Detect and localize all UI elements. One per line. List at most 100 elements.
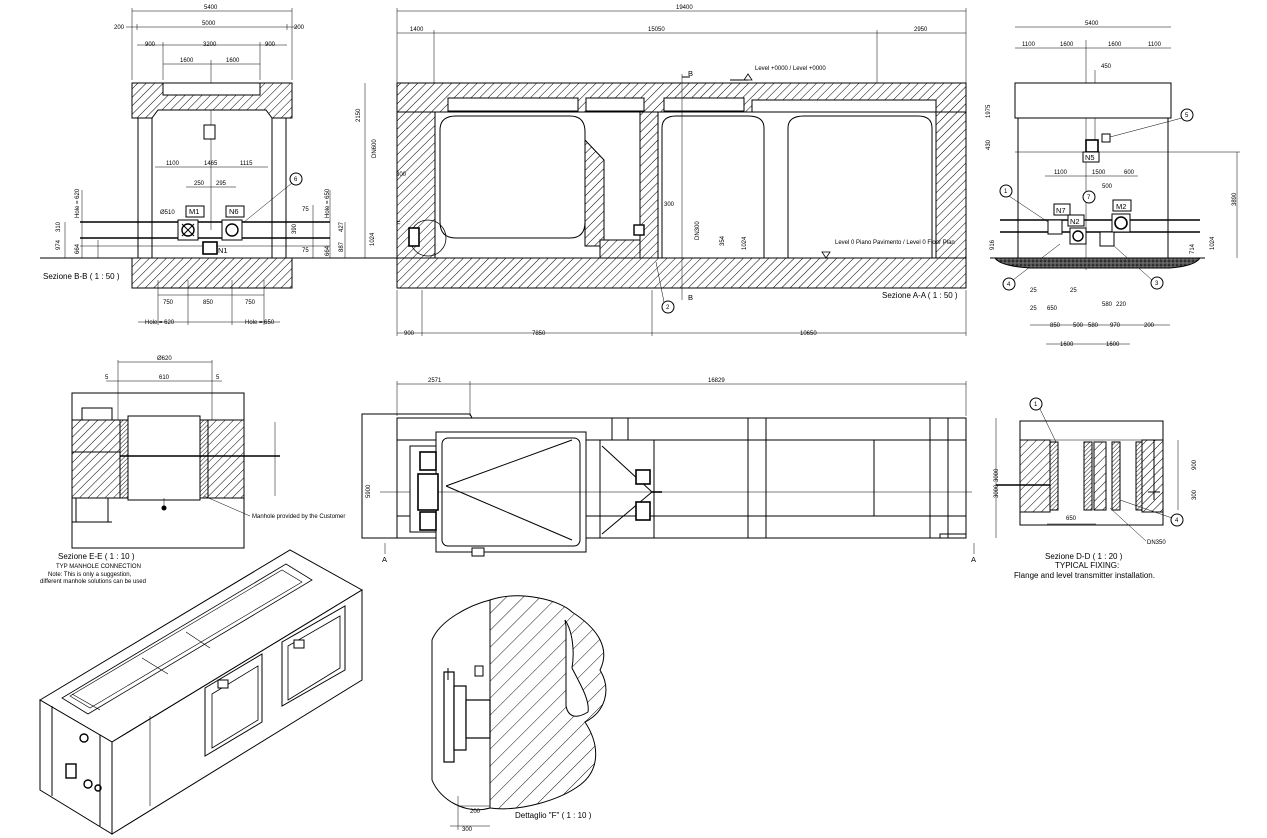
section-b-marker-bottom: B xyxy=(688,293,693,302)
dim-bb-1465: 1465 xyxy=(204,161,218,167)
dim-sd-650: 650 xyxy=(1066,516,1077,522)
callout-2: 2 xyxy=(666,305,670,311)
plan-nozzle-cluster xyxy=(409,445,662,533)
nozzle-m2-label: M2 xyxy=(1116,202,1126,211)
nozzle-n5-label: N5 xyxy=(1085,153,1095,162)
nozzle-m1-label: M1 xyxy=(189,207,199,216)
dim-f-300: 300 xyxy=(462,827,473,833)
dim-sd-300: 300 xyxy=(1192,489,1198,500)
dim-pl-5900: 5900 xyxy=(366,484,372,498)
dim-bb-5400: 5400 xyxy=(204,5,218,11)
callout-7: 7 xyxy=(1087,195,1091,201)
plan-view: 2571 16829 5900 3000 300 xyxy=(361,378,1000,564)
dim-dd-220: 220 xyxy=(1116,302,1127,308)
dim-dd-3890: 3890 xyxy=(1232,192,1238,206)
dim-ee-5-right: 5 xyxy=(216,375,220,381)
dim-bb-390: 390 xyxy=(292,223,298,234)
dim-aa-1024: 1024 xyxy=(370,232,376,246)
section-a-marker-right: A xyxy=(971,555,976,564)
callout-4-dd: 4 xyxy=(1175,518,1179,524)
section-dd-view: 1 4 DN350 650 900 300 Sezione D-D ( 1 : … xyxy=(996,397,1198,580)
dim-dd-970: 970 xyxy=(1110,323,1121,329)
dim-bb-250: 250 xyxy=(194,181,205,187)
dim-dd-850: 850 xyxy=(1050,323,1061,329)
nozzle-n1-label: N1 xyxy=(218,246,228,255)
section-bb-view: 5400 200 5000 200 900 3200 900 1600 1600… xyxy=(40,5,360,326)
dim-dd-1600-b1: 1600 xyxy=(1060,342,1074,348)
dim-dd-25-a: 25 xyxy=(1030,288,1037,294)
dim-aa-900: 900 xyxy=(404,331,415,337)
dim-aa-1024-right: 1024 xyxy=(742,236,748,250)
dim-dd-450: 450 xyxy=(1101,64,1112,70)
dim-bb-664: 664 xyxy=(75,243,81,254)
dim-aa-10650: 10650 xyxy=(800,331,817,337)
dim-bb-1100: 1100 xyxy=(166,161,180,167)
dim-dd-916: 916 xyxy=(990,239,996,250)
dim-dd-1100: 1100 xyxy=(1054,170,1068,176)
detail-f-view: 200 300 Dettaglio "F" ( 1 : 10 ) xyxy=(431,595,607,833)
dim-bb-75-top: 75 xyxy=(302,207,309,213)
dim-bb-295: 295 xyxy=(216,181,227,187)
dim-aa-2150: 2150 xyxy=(356,108,362,122)
dim-dd-25-c: 25 xyxy=(1030,306,1037,312)
dim-bb-310: 310 xyxy=(56,221,62,232)
dim-dd-5400: 5400 xyxy=(1085,21,1099,27)
dim-dd-1100-left: 1100 xyxy=(1022,42,1036,48)
dim-bb-3200: 3200 xyxy=(203,42,217,48)
label-level-top: Level +0000 / Level +0000 xyxy=(755,66,826,72)
dim-pl-2571: 2571 xyxy=(428,378,442,384)
section-ee-subtitle: TYP MANHOLE CONNECTION xyxy=(56,564,141,570)
dim-dd-600: 600 xyxy=(1124,170,1135,176)
section-bb-title: Sezione B-B ( 1 : 50 ) xyxy=(43,272,120,281)
section-dd-overview-view: 5400 1100 1600 1600 1100 450 N5 5 1975 4… xyxy=(986,21,1240,348)
dim-dd-500-b: 500 xyxy=(1073,323,1084,329)
dim-bb-hole-620-v: Hole = 620 xyxy=(75,188,81,218)
dim-bb-75-bot: 75 xyxy=(302,248,309,254)
callout-6: 6 xyxy=(294,177,298,183)
dim-pl-16829: 16829 xyxy=(708,378,725,384)
section-a-marker-left: A xyxy=(382,555,387,564)
dim-aa-300-mid: 300 xyxy=(664,202,675,208)
dim-bb-1600-left: 1600 xyxy=(180,58,194,64)
dim-f-200: 200 xyxy=(470,809,481,815)
dim-bb-664-right: 664 xyxy=(325,245,331,256)
dim-dd-1024: 1024 xyxy=(1210,236,1216,250)
section-aa-title: Sezione A-A ( 1 : 50 ) xyxy=(882,291,958,300)
dim-dd-1600-b2: 1600 xyxy=(1106,342,1120,348)
detail-f-marker: F xyxy=(396,219,401,228)
dim-aa-19400: 19400 xyxy=(676,5,693,11)
dim-dd-1100-right: 1100 xyxy=(1148,42,1162,48)
section-ee-view: Ø620 5 610 5 Manhole provided by the Cus… xyxy=(40,356,345,585)
section-ee-title: Sezione E-E ( 1 : 10 ) xyxy=(58,552,135,561)
dim-bb-427: 427 xyxy=(339,221,345,232)
dim-dd-1975: 1975 xyxy=(986,104,992,118)
dim-dd-650: 650 xyxy=(1047,306,1058,312)
dim-bb-887: 887 xyxy=(339,241,345,252)
dim-dd-580-b: 580 xyxy=(1088,323,1099,329)
section-dd-subtitle: TYPICAL FIXING: xyxy=(1055,561,1119,570)
callout-3: 3 xyxy=(1155,281,1159,287)
nozzle-n2-label: N2 xyxy=(1070,217,1080,226)
section-dd-title: Sezione D-D ( 1 : 20 ) xyxy=(1045,552,1123,561)
dim-aa-2950: 2950 xyxy=(914,27,928,33)
dim-ee-phi620: Ø620 xyxy=(157,356,172,362)
dim-aa-15050: 15050 xyxy=(648,27,665,33)
dim-dd-580: 580 xyxy=(1102,302,1113,308)
dim-bb-200-right: 200 xyxy=(294,25,305,31)
dim-dd-430: 430 xyxy=(986,139,992,150)
label-phi510: Ø510 xyxy=(160,210,175,216)
dim-dd-500: 500 xyxy=(1102,184,1113,190)
dim-dd-1600-left: 1600 xyxy=(1060,42,1074,48)
dim-bb-750-left: 750 xyxy=(163,300,174,306)
dim-dd-200: 200 xyxy=(1144,323,1155,329)
dim-aa-1400: 1400 xyxy=(410,27,424,33)
dim-dd-1600-right: 1600 xyxy=(1108,42,1122,48)
dim-aa-dn600: DN600 xyxy=(372,139,378,158)
callout-4-top: 4 xyxy=(1007,282,1011,288)
label-level-floor: Level 0 Piano Pavimento / Level 0 Floor … xyxy=(835,240,955,246)
dim-bb-5000: 5000 xyxy=(202,21,216,27)
dim-bb-900-left: 900 xyxy=(145,42,156,48)
dim-aa-dn300: DN300 xyxy=(695,221,701,240)
dim-bb-850: 850 xyxy=(203,300,214,306)
